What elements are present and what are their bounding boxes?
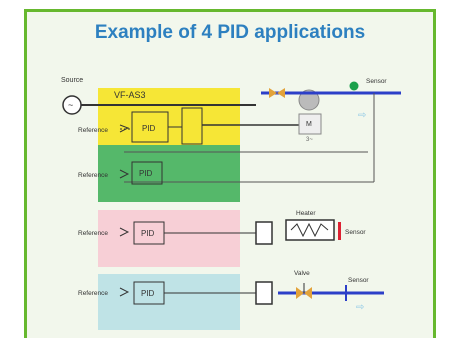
row-2-pid-label: PID (139, 169, 153, 178)
valve-icon-3 (296, 287, 304, 299)
row-4-actuator (255, 281, 273, 305)
heater-coil (290, 222, 329, 238)
row-2-summing-junction (119, 169, 130, 179)
pid-diagram: Source ~ VF-AS3 Reference PID M 3~ Senso… (56, 70, 401, 335)
row-4-background (98, 274, 240, 330)
valve-label: Valve (294, 270, 310, 277)
valve-icon-1 (269, 88, 277, 98)
row-3-pid-label: PID (141, 229, 155, 238)
row-1-summing-junction (119, 124, 130, 133)
figure-title: Example of 4 PID applications (94, 22, 366, 43)
motor-block (298, 113, 322, 135)
flow-arrow-icon-2: ⇨ (356, 302, 364, 313)
row-2-pid-block (131, 161, 163, 185)
heater-label: Heater (296, 210, 316, 217)
row-1-reference: Reference (78, 127, 108, 134)
sensor-label-valve: Sensor (348, 277, 369, 284)
fan-icon (298, 89, 320, 111)
motor-sub-label: 3~ (306, 137, 313, 143)
heater-sensor (338, 222, 341, 240)
sensor-label-top: Sensor (366, 78, 387, 85)
row-3-summing-junction (119, 227, 130, 237)
row-3-background (98, 210, 240, 267)
flow-arrow-icon: ⇨ (358, 110, 366, 121)
motor-label: M (306, 121, 312, 128)
sensor-icon (349, 81, 359, 91)
row-1-background (98, 88, 240, 145)
row-4-summing-junction (119, 287, 130, 297)
row-4-pid-label: PID (141, 289, 155, 298)
valve-icon-2 (277, 88, 285, 98)
row-3-actuator (255, 221, 273, 245)
source-symbol: ~ (68, 100, 73, 110)
row-4-reference: Reference (78, 290, 108, 297)
heater-icon (285, 219, 335, 241)
row-1-pid-label: PID (142, 124, 156, 133)
row-3-reference: Reference (78, 230, 108, 237)
drive-label: VF-AS3 (114, 90, 146, 100)
source-label: Source (61, 77, 83, 84)
sensor-label-heater: Sensor (345, 229, 366, 236)
row-2-reference: Reference (78, 172, 108, 179)
valve-icon-4 (304, 287, 312, 299)
row-1-output-block (181, 107, 203, 145)
row-2-background (98, 145, 240, 202)
pid-diagram-svg: Source ~ VF-AS3 Reference PID M 3~ Senso… (61, 77, 401, 330)
